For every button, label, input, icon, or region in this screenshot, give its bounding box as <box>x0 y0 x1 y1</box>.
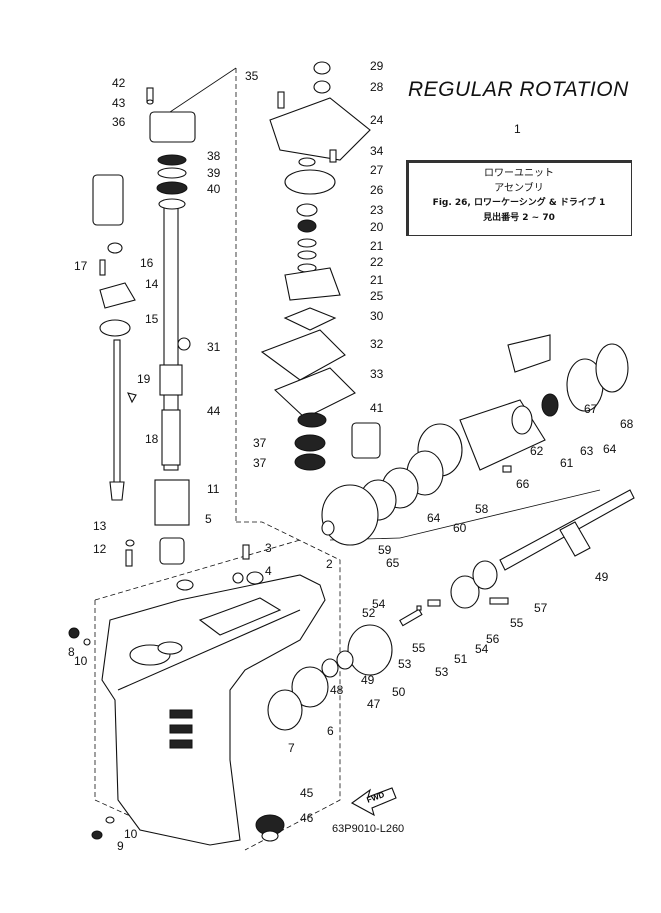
callout-17: 17 <box>74 259 88 273</box>
callout-53: 53 <box>435 665 449 679</box>
callout-54: 54 <box>475 642 489 656</box>
callout-36: 36 <box>112 115 126 129</box>
callout-20: 20 <box>370 220 384 234</box>
assembly-callout-number: 1 <box>514 122 521 136</box>
callout-11: 11 <box>207 482 220 496</box>
callout-10: 10 <box>124 827 138 841</box>
callout-7: 7 <box>288 741 295 755</box>
part-shapes <box>68 61 629 842</box>
shift-rod <box>109 339 125 501</box>
lower-casing <box>101 574 326 846</box>
callout-10: 10 <box>74 654 88 668</box>
callout-23: 23 <box>370 203 384 217</box>
callout-27: 27 <box>370 163 384 177</box>
callout-47: 47 <box>367 697 381 711</box>
callout-55: 55 <box>510 616 524 630</box>
callout-37: 37 <box>253 456 267 470</box>
callout-19: 19 <box>137 372 151 386</box>
callout-31: 31 <box>207 340 221 354</box>
assembly-boundaries <box>94 67 601 851</box>
callout-12: 12 <box>93 542 107 556</box>
callout-61: 61 <box>560 456 574 470</box>
callout-68: 68 <box>620 417 634 431</box>
callout-21: 21 <box>370 239 384 253</box>
callout-44: 44 <box>207 404 221 418</box>
callout-56: 56 <box>486 632 500 646</box>
callout-24: 24 <box>370 113 384 127</box>
callout-8: 8 <box>68 645 75 659</box>
callout-49: 49 <box>595 570 609 584</box>
callout-46: 46 <box>300 811 314 825</box>
callout-70: 70 <box>0 0 14 3</box>
callout-53: 53 <box>398 657 412 671</box>
callout-34: 34 <box>370 144 384 158</box>
fwd-arrow-icon: FWD <box>350 787 397 817</box>
callout-33: 33 <box>370 367 384 381</box>
callout-48: 48 <box>330 683 344 697</box>
callout-52: 52 <box>362 606 376 620</box>
callout-50: 50 <box>392 685 406 699</box>
callout-21: 21 <box>370 273 384 287</box>
callout-9: 9 <box>117 839 124 853</box>
callout-18: 18 <box>145 432 159 446</box>
diagram-title: REGULAR ROTATION <box>408 78 629 101</box>
callout-16: 16 <box>140 256 154 270</box>
callout-4: 4 <box>265 564 272 578</box>
callout-64: 64 <box>427 511 441 525</box>
callout-35: 35 <box>245 69 259 83</box>
callout-60: 60 <box>453 521 467 535</box>
callout-59: 59 <box>378 543 392 557</box>
callout-28: 28 <box>370 80 384 94</box>
callout-14: 14 <box>145 277 159 291</box>
callout-5: 5 <box>205 512 212 526</box>
callout-55: 55 <box>412 641 426 655</box>
callout-38: 38 <box>207 149 221 163</box>
callout-51: 51 <box>454 652 468 666</box>
callout-40: 40 <box>207 182 221 196</box>
propeller-shaft <box>499 489 635 571</box>
callout-66: 66 <box>516 477 530 491</box>
callout-3: 3 <box>265 541 272 555</box>
assembly-fig-line: Fig. 26, ロワーケーシング & ドライブ 1 <box>432 198 606 208</box>
callout-43: 43 <box>112 96 126 110</box>
callout-15: 15 <box>145 312 159 326</box>
callout-63: 63 <box>580 444 594 458</box>
callout-6: 6 <box>327 724 334 738</box>
callout-2: 2 <box>326 557 333 571</box>
assembly-ref-line: 見出番号 2 ~ 70 <box>483 213 555 223</box>
assembly-name-line1: ロワーユニット <box>484 168 554 179</box>
callout-37: 37 <box>253 436 267 450</box>
callout-69: 69 <box>0 0 14 3</box>
callout-39: 39 <box>207 166 221 180</box>
callout-45: 45 <box>300 786 314 800</box>
callout-32: 32 <box>370 337 384 351</box>
callout-13: 13 <box>93 519 107 533</box>
callout-41: 41 <box>370 401 384 415</box>
callout-30: 30 <box>370 309 384 323</box>
callout-25: 25 <box>370 289 384 303</box>
callout-62: 62 <box>530 444 544 458</box>
assembly-info-box: ロワーユニット アセンブリ Fig. 26, ロワーケーシング & ドライブ 1… <box>406 160 632 236</box>
callout-26: 26 <box>370 183 384 197</box>
callout-65: 65 <box>386 556 400 570</box>
callout-22: 22 <box>370 255 384 269</box>
assembly-name-line2: アセンブリ <box>494 183 544 194</box>
callout-57: 57 <box>534 601 548 615</box>
callout-49: 49 <box>361 673 375 687</box>
callout-64: 64 <box>603 442 617 456</box>
drawing-code: 63P9010-L260 <box>332 823 405 835</box>
callout-58: 58 <box>475 502 489 516</box>
drive-shaft <box>159 199 183 471</box>
callout-67: 67 <box>584 402 598 416</box>
callout-numbers: 2345678910101112131415161718192021212223… <box>0 0 634 853</box>
callout-42: 42 <box>112 76 126 90</box>
callout-54: 54 <box>372 597 386 611</box>
callout-29: 29 <box>370 59 384 73</box>
